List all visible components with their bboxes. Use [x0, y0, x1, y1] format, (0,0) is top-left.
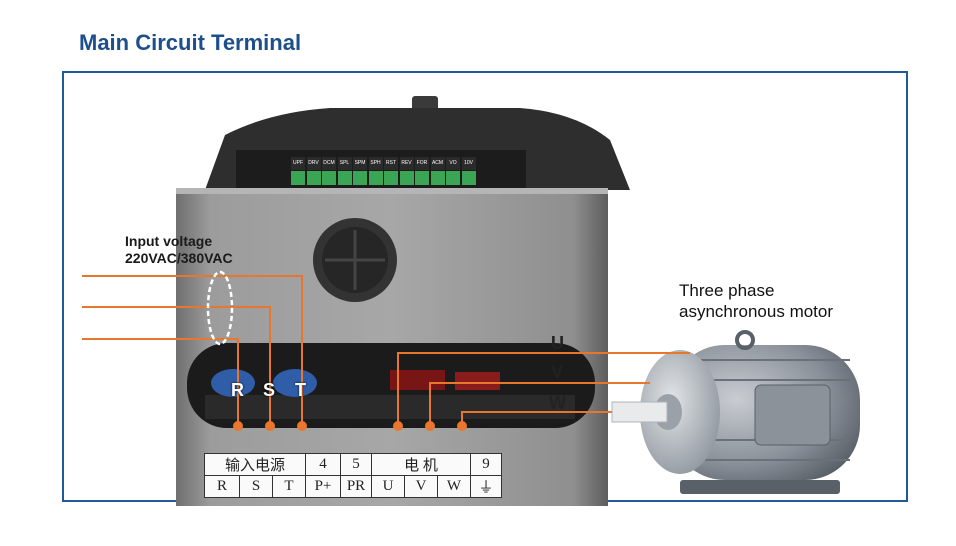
terminal-dot-u — [393, 421, 403, 431]
terminal-label-s: S — [263, 380, 276, 400]
control-terminal-acm: ACM — [430, 157, 445, 170]
control-terminal-drv: DRV — [306, 157, 321, 170]
nameplate-cell: 4 — [305, 453, 341, 476]
nameplate-cell: R — [204, 475, 240, 498]
input-voltage-line1: Input voltage — [125, 233, 213, 249]
motor-label: Three phase asynchronous motor — [679, 280, 833, 322]
control-terminal-vo: VO — [446, 157, 460, 170]
output-label-u: U — [551, 333, 564, 353]
control-terminal-screw — [461, 171, 476, 185]
nameplate-cell: 9 — [470, 453, 502, 476]
nameplate-cell: S — [239, 475, 273, 498]
control-terminal-spm: SPM — [353, 157, 367, 170]
control-terminal-screw — [291, 171, 305, 185]
nameplate-cell: T — [272, 475, 306, 498]
nameplate-cell: PR — [340, 475, 372, 498]
cable-gland — [313, 218, 397, 302]
nameplate-row-2: R S T P+ PR U V W ⏚ — [204, 475, 502, 498]
page-title: Main Circuit Terminal — [79, 30, 302, 55]
control-terminal-screw — [415, 171, 429, 185]
terminal-dot-t — [297, 421, 307, 431]
control-terminal-rev: REV — [399, 157, 414, 170]
output-label-w: W — [549, 393, 566, 413]
three-phase-motor — [611, 330, 860, 494]
nameplate-cell: W — [437, 475, 471, 498]
terminal-label-t: T — [295, 380, 306, 400]
nameplate-cell: 5 — [340, 453, 372, 476]
terminal-label-r: R — [231, 380, 244, 400]
terminal-window — [187, 343, 595, 428]
nameplate-row-1: 输入电源 4 5 电 机 9 — [204, 453, 502, 476]
terminal-dot-r — [233, 421, 243, 431]
nameplate-cell: P+ — [305, 475, 341, 498]
input-voltage-line2: 220VAC/380VAC — [125, 250, 233, 266]
motor-label-line1: Three phase — [679, 281, 775, 300]
input-voltage-label: Input voltage 220VAC/380VAC — [125, 233, 233, 267]
control-terminal-dcm: DCM — [322, 157, 336, 170]
control-terminal-screw — [337, 171, 352, 185]
control-terminal-screw — [446, 171, 460, 185]
nameplate-cell: 电 机 — [371, 453, 471, 476]
control-terminal-screw — [353, 171, 367, 185]
control-terminal-screw — [306, 171, 321, 185]
terminal-dot-s — [265, 421, 275, 431]
control-terminal-for: FOR — [415, 157, 429, 170]
input-wires — [82, 270, 303, 426]
control-terminal-screw — [399, 171, 414, 185]
motor-label-line2: asynchronous motor — [679, 302, 834, 321]
ground-icon: ⏚ — [470, 475, 502, 498]
control-terminal-screw — [430, 171, 445, 185]
output-label-v: V — [551, 362, 564, 382]
control-terminal-rst: RST — [384, 157, 398, 170]
control-terminal-10v: 10V — [461, 157, 476, 170]
terminal-nameplate: 输入电源 4 5 电 机 9 R S T P+ PR U V W ⏚ — [204, 453, 502, 498]
control-terminal-sph: SPH — [368, 157, 383, 170]
control-terminal-screw — [322, 171, 336, 185]
control-terminal-spl: SPL — [337, 157, 352, 170]
nameplate-cell: 输入电源 — [204, 453, 306, 476]
terminal-dot-w — [457, 421, 467, 431]
nameplate-cell: V — [404, 475, 438, 498]
terminal-dot-v — [425, 421, 435, 431]
control-terminal-screw — [368, 171, 383, 185]
terminal-dots — [233, 421, 467, 431]
control-terminal-screw — [384, 171, 398, 185]
nameplate-cell: U — [371, 475, 405, 498]
control-terminal-upf: UPF — [291, 157, 305, 170]
